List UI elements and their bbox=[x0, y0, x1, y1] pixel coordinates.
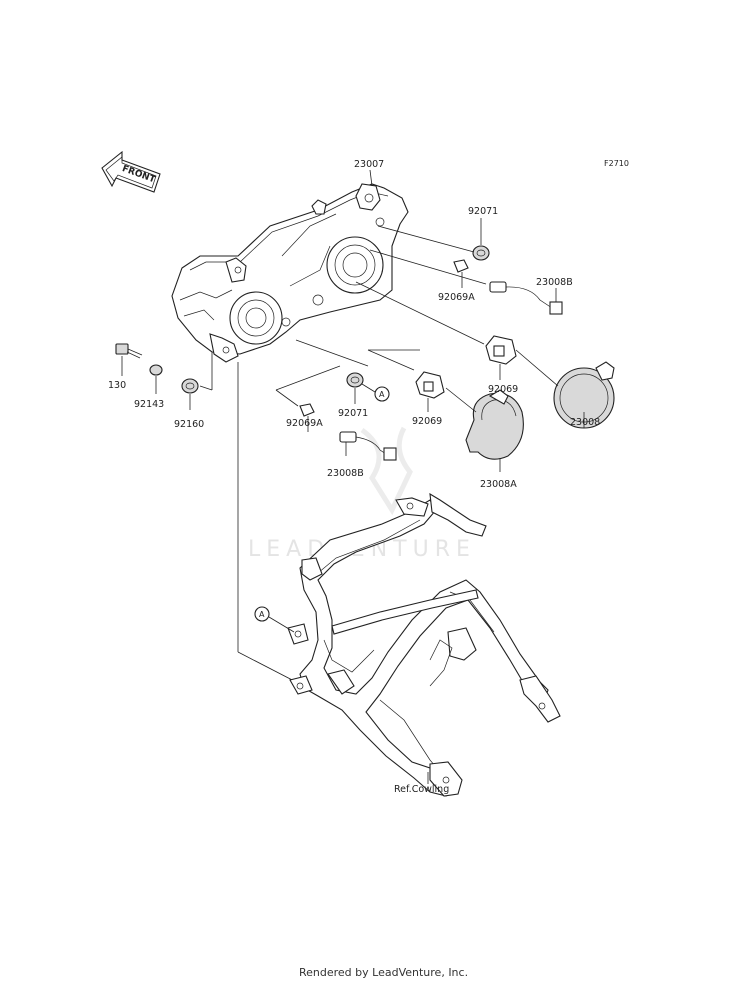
socket-left bbox=[339, 431, 397, 461]
collar bbox=[149, 364, 163, 394]
label-cap-right: 23008 bbox=[570, 417, 600, 428]
label-ref-cowling: Ref.Cowling bbox=[394, 784, 449, 795]
grommet-left bbox=[346, 372, 364, 404]
bulb-h7-right bbox=[485, 335, 517, 380]
label-socket-left: 23008B bbox=[327, 468, 364, 479]
callout-a-lower: A bbox=[254, 606, 295, 633]
cowling-stay-frame bbox=[287, 492, 561, 797]
cap-left bbox=[465, 389, 524, 472]
label-headlight-assy: 23007 bbox=[354, 159, 384, 170]
callout-a-upper: A bbox=[361, 383, 390, 402]
label-collar: 92143 bbox=[134, 399, 164, 410]
svg-text:A: A bbox=[259, 610, 265, 619]
grommet-mount bbox=[181, 378, 199, 410]
label-bulb-w5w-left: 92069A bbox=[286, 418, 323, 429]
label-bulb-h7-left: 92069 bbox=[412, 416, 442, 427]
label-grommet-left: 92071 bbox=[338, 408, 368, 419]
bulb-w5w-right bbox=[453, 259, 469, 288]
label-bulb-h7-right: 92069 bbox=[488, 384, 518, 395]
label-bulb-w5w-right: 92069A bbox=[438, 292, 475, 303]
socket-right bbox=[489, 281, 563, 315]
bolt bbox=[115, 343, 143, 376]
footer-credit: Rendered by LeadVenture, Inc. bbox=[299, 966, 468, 979]
label-socket-right: 23008B bbox=[536, 277, 573, 288]
bulb-h7-left bbox=[415, 371, 445, 412]
label-bolt: 130 bbox=[108, 380, 126, 391]
headlight-assembly bbox=[171, 183, 409, 363]
label-grommet-mount: 92160 bbox=[174, 419, 204, 430]
svg-text:A: A bbox=[379, 390, 385, 399]
label-grommet-right: 92071 bbox=[468, 206, 498, 217]
cap-right bbox=[553, 361, 615, 429]
grommet-right bbox=[472, 218, 490, 261]
label-cap-left: 23008A bbox=[480, 479, 517, 490]
bulb-w5w-left bbox=[299, 403, 315, 432]
front-arrow-icon: FRONT bbox=[101, 150, 161, 193]
diagram-code: F2710 bbox=[604, 159, 629, 168]
